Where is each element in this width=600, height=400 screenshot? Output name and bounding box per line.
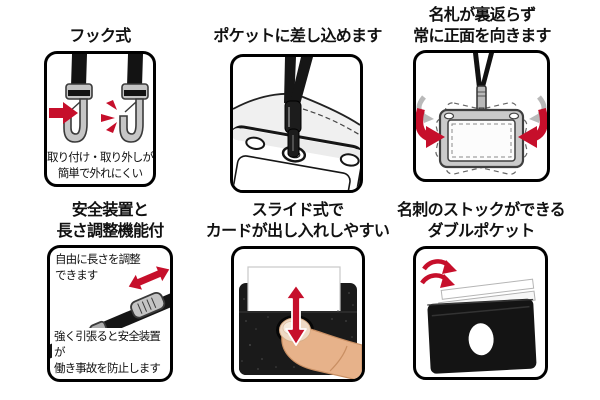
red-curve-arrow-icon bbox=[422, 259, 457, 274]
click-marks-icon bbox=[101, 100, 117, 133]
swivel-illustration bbox=[416, 53, 547, 175]
panel-always-front bbox=[413, 50, 550, 182]
hook-caption: 取り付け・取り外しが 簡単で外れにくい bbox=[47, 150, 153, 180]
title-line: 安全装置と bbox=[71, 200, 149, 219]
adjust-caption: 自由に長さを調整 できます bbox=[55, 252, 141, 282]
double-pocket-illustration bbox=[420, 259, 537, 374]
thumb-hole bbox=[468, 323, 494, 356]
hook-icon bbox=[119, 83, 149, 143]
stitch-line bbox=[302, 108, 360, 136]
lanyard-strap bbox=[480, 53, 494, 88]
title-line: 名札が裏返らず bbox=[428, 5, 536, 24]
hooks-illustration bbox=[49, 54, 149, 143]
title-line: 名刺のストックができる bbox=[397, 200, 566, 219]
panel-double-pocket bbox=[413, 246, 548, 380]
red-arrow-right-icon bbox=[49, 102, 78, 124]
panel-double-pocket-title: 名刺のストックができる ダブルポケット bbox=[391, 198, 571, 241]
red-double-arrow-icon bbox=[285, 284, 307, 346]
lanyard-strap bbox=[289, 57, 313, 112]
title-line: 長さ調整機能付 bbox=[56, 221, 164, 240]
red-curve-arrow-icon bbox=[420, 273, 455, 288]
title-line: ダブルポケット bbox=[427, 221, 535, 240]
pocket-insert-illustration bbox=[233, 57, 360, 190]
panel-hook-type-title: フック式 bbox=[30, 24, 170, 46]
title-line: スライド式で bbox=[251, 200, 345, 219]
title-line: ポケットに差し込めます bbox=[213, 26, 382, 45]
title-line: フック式 bbox=[69, 26, 131, 45]
safety-caption: 強く引張ると安全装置が 働き事故を防止します bbox=[52, 328, 168, 376]
title-line: カードが出し入れしやすい bbox=[205, 221, 390, 240]
slide-card-illustration bbox=[239, 266, 362, 379]
title-line: 常に正面を向きます bbox=[413, 26, 551, 45]
red-curve-arrow-icon bbox=[416, 107, 445, 148]
panel-hook-type: 取り付け・取り外しが 簡単で外れにくい bbox=[44, 51, 156, 187]
panel-safety-title: 安全装置と 長さ調整機能付 bbox=[40, 198, 180, 241]
panel-slide-title: スライド式で カードが出し入れしやすい bbox=[201, 198, 394, 241]
panel-always-front-title: 名札が裏返らず 常に正面を向きます bbox=[398, 3, 566, 46]
panel-slide bbox=[231, 246, 365, 382]
hook-icon bbox=[63, 83, 93, 143]
lanyard-strap bbox=[473, 53, 482, 88]
badge-holder bbox=[438, 108, 525, 169]
length-adjuster bbox=[130, 291, 166, 319]
red-double-arrow-icon bbox=[128, 266, 170, 290]
lanyard-strap bbox=[71, 54, 87, 86]
panel-pocket-insert-title: ポケットに差し込めます bbox=[205, 24, 390, 46]
red-curve-arrow-icon bbox=[518, 107, 547, 148]
clip-icon bbox=[284, 100, 302, 158]
panel-safety: 自由に長さを調整 できます 強く引張ると安全装置が 働き事故を防止します bbox=[47, 245, 173, 382]
card-holder bbox=[427, 298, 537, 374]
panel-pocket-insert bbox=[230, 54, 363, 193]
lanyard-strap bbox=[127, 54, 143, 86]
